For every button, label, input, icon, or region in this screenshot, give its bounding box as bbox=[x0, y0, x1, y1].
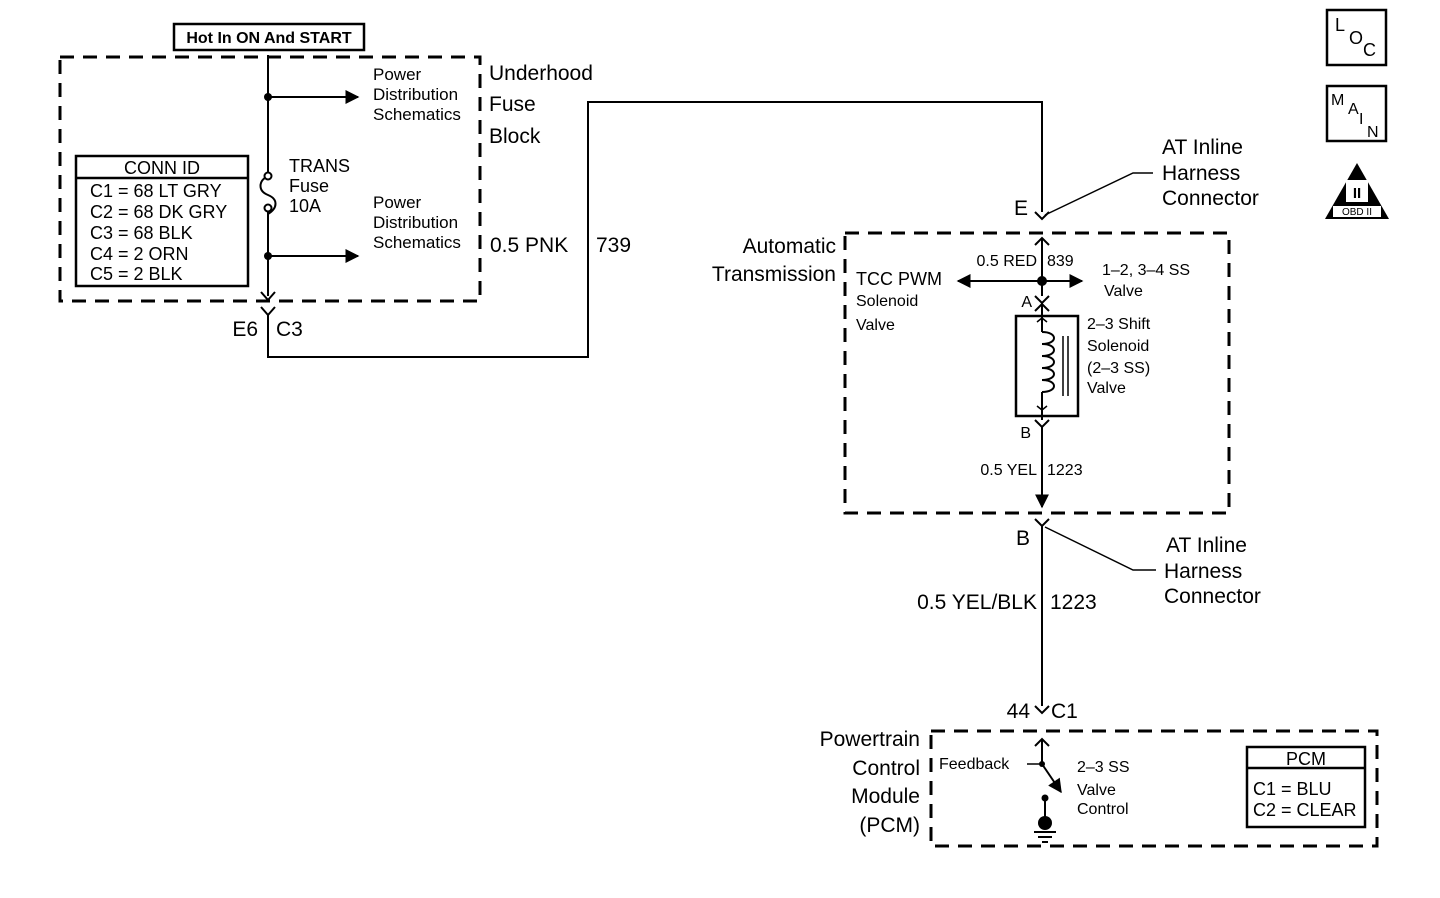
pin-b-inner: B bbox=[1020, 425, 1031, 442]
solenoid-label-3: (2–3 SS) bbox=[1087, 360, 1150, 377]
svg-text:O: O bbox=[1349, 28, 1363, 48]
powertrain-control-module: Powertrain Control Module (PCM) Feedback… bbox=[820, 728, 1379, 848]
fuse-label-1: TRANS bbox=[289, 156, 350, 176]
pcm-control-label-3: Control bbox=[1077, 801, 1129, 818]
fuse-block-name-2: Fuse bbox=[489, 93, 536, 116]
pcm-feedback-label: Feedback bbox=[939, 756, 1010, 773]
transmission-name-2: Transmission bbox=[712, 263, 836, 286]
at-inline-connector-bottom: B AT Inline Harness Connector bbox=[1016, 518, 1261, 608]
wire-yel-circuit: 1223 bbox=[1047, 462, 1083, 479]
at-inline-top-label-1: AT Inline bbox=[1162, 136, 1243, 159]
wire-red-label: 0.5 RED bbox=[977, 253, 1037, 270]
fuse-label-3: 10A bbox=[289, 196, 321, 216]
wire-yel-blk-label: 0.5 YEL/BLK bbox=[917, 591, 1037, 614]
conn-id-title: CONN ID bbox=[124, 158, 200, 178]
wire-pnk-label: 0.5 PNK bbox=[490, 234, 568, 257]
ss-valve-label-1: 1–2, 3–4 SS bbox=[1102, 262, 1190, 279]
at-inline-bottom-label-2: Harness bbox=[1164, 560, 1242, 583]
pcm-name-4: (PCM) bbox=[859, 814, 920, 837]
pcm-control-label-2: Valve bbox=[1077, 782, 1116, 799]
power-dist-top-2: Distribution bbox=[373, 85, 458, 104]
pcm-name-1: Powertrain bbox=[820, 728, 920, 751]
pcm-pin-44: 44 bbox=[1007, 700, 1031, 723]
pcm-control-label-1: 2–3 SS bbox=[1077, 759, 1129, 776]
power-dist-bottom-3: Schematics bbox=[373, 233, 461, 252]
fuse-label-2: Fuse bbox=[289, 176, 329, 196]
at-inline-connector-top: E AT Inline Harness Connector bbox=[1014, 136, 1259, 221]
conn-id-row: C1 = 68 LT GRY bbox=[90, 181, 222, 201]
svg-text:C: C bbox=[1363, 40, 1376, 60]
power-dist-bottom-2: Distribution bbox=[373, 213, 458, 232]
pin-e: E bbox=[1014, 197, 1028, 220]
svg-text:OBD II: OBD II bbox=[1342, 207, 1372, 218]
conn-id-table: CONN ID C1 = 68 LT GRY C2 = 68 DK GRY C3… bbox=[74, 154, 250, 288]
fuse-block-name-3: Block bbox=[489, 125, 541, 148]
pin-b: B bbox=[1016, 527, 1030, 550]
pcm-table-row: C1 = BLU bbox=[1253, 779, 1332, 799]
underhood-fuse-block: Underhood Fuse Block Power Distribution … bbox=[58, 55, 593, 341]
obd-ii-icon[interactable]: II OBD II bbox=[1325, 163, 1389, 219]
svg-text:M: M bbox=[1331, 92, 1344, 109]
wire-red-circuit: 839 bbox=[1047, 253, 1074, 270]
svg-text:A: A bbox=[1348, 101, 1359, 118]
at-inline-top-label-3: Connector bbox=[1162, 187, 1259, 210]
wire-pnk-circuit: 739 bbox=[596, 234, 631, 257]
svg-text:I: I bbox=[1359, 111, 1363, 128]
pcm-name-2: Control bbox=[852, 757, 920, 780]
main-icon[interactable]: M A I N bbox=[1325, 84, 1388, 143]
at-inline-bottom-label-3: Connector bbox=[1164, 585, 1261, 608]
pcm-connector-table: PCM C1 = BLU C2 = CLEAR bbox=[1245, 745, 1367, 829]
tcc-label-3: Valve bbox=[856, 317, 895, 334]
connector-c3: C3 bbox=[276, 318, 303, 341]
tcc-label-2: Solenoid bbox=[856, 293, 918, 310]
wire-yel-blk-circuit: 1223 bbox=[1050, 591, 1097, 614]
conn-id-row: C5 = 2 BLK bbox=[90, 264, 183, 284]
ss-valve-label-2: Valve bbox=[1104, 283, 1143, 300]
svg-text:II: II bbox=[1353, 185, 1361, 202]
svg-text:L: L bbox=[1335, 15, 1345, 35]
pcm-name-3: Module bbox=[851, 785, 920, 808]
hot-in-label-box: Hot In ON And START bbox=[172, 22, 366, 52]
power-dist-bottom-1: Power bbox=[373, 193, 422, 212]
conn-id-row: C3 = 68 BLK bbox=[90, 223, 193, 243]
tcc-label-1: TCC PWM bbox=[856, 269, 942, 289]
solenoid-label-4: Valve bbox=[1087, 380, 1126, 397]
hot-in-label: Hot In ON And START bbox=[186, 30, 352, 47]
wire-pnk-739: 0.5 PNK 739 bbox=[267, 101, 1043, 358]
conn-id-row: C2 = 68 DK GRY bbox=[90, 202, 227, 222]
pcm-table-title: PCM bbox=[1286, 749, 1326, 769]
transmission-name-1: Automatic bbox=[743, 235, 836, 258]
connector-e6: E6 bbox=[232, 318, 258, 341]
pcm-connector-c1: C1 bbox=[1051, 700, 1078, 723]
solenoid-label-1: 2–3 Shift bbox=[1087, 316, 1151, 333]
pcm-table-row: C2 = CLEAR bbox=[1253, 800, 1357, 820]
wire-yel-label: 0.5 YEL bbox=[980, 462, 1037, 479]
power-dist-top-3: Schematics bbox=[373, 105, 461, 124]
pin-a: A bbox=[1021, 294, 1032, 311]
at-inline-bottom-label-1: AT Inline bbox=[1166, 534, 1247, 557]
solenoid-label-2: Solenoid bbox=[1087, 338, 1149, 355]
conn-id-row: C4 = 2 ORN bbox=[90, 244, 189, 264]
loc-icon[interactable]: L O C bbox=[1325, 8, 1388, 67]
fuse-block-name-1: Underhood bbox=[489, 62, 593, 85]
wire-yel-blk-1223: 0.5 YEL/BLK 1223 44 C1 bbox=[917, 526, 1097, 723]
svg-text:N: N bbox=[1367, 124, 1379, 141]
automatic-transmission: Automatic Transmission 0.5 RED 839 TCC P… bbox=[712, 231, 1231, 515]
at-inline-top-label-2: Harness bbox=[1162, 162, 1240, 185]
power-dist-top-1: Power bbox=[373, 65, 422, 84]
